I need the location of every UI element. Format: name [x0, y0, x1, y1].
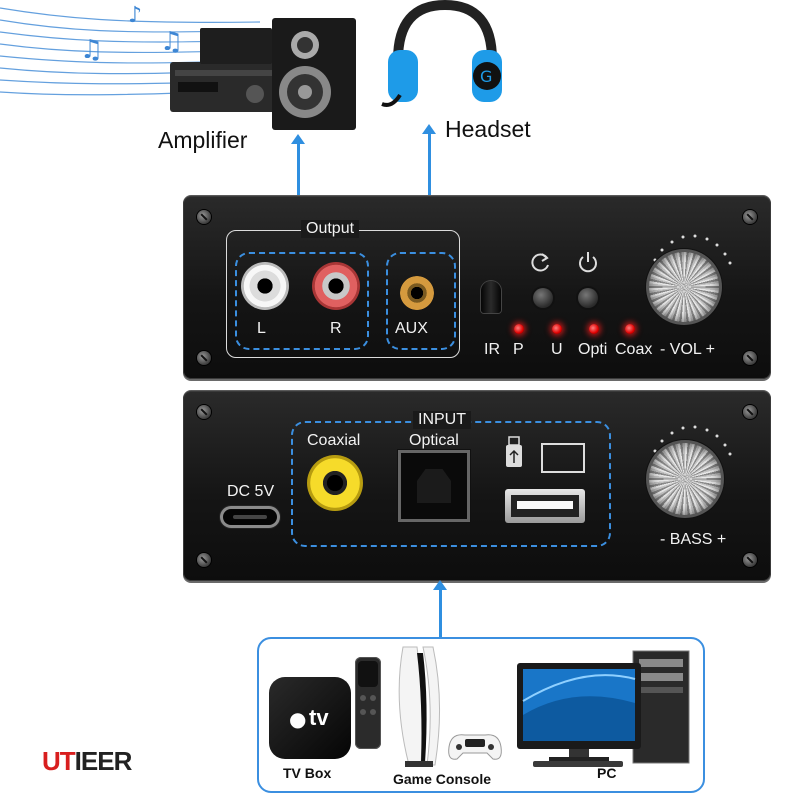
- bass-scale-dots: [653, 425, 732, 456]
- led-p-label: P: [513, 341, 524, 358]
- usb-port-icon: [541, 443, 585, 473]
- screw-icon: [197, 405, 211, 419]
- amplifier-arrow-icon: [291, 134, 305, 144]
- brand-logo-first: UT: [42, 746, 76, 776]
- volume-knob[interactable]: [649, 252, 719, 322]
- game-console-label: Game Console: [393, 771, 492, 787]
- led-coax-label: Coax: [615, 341, 653, 358]
- apple-tv-text: tv: [309, 705, 329, 730]
- screw-icon: [743, 405, 757, 419]
- tv-box-label: TV Box: [283, 765, 332, 781]
- ir-label: IR: [484, 341, 500, 358]
- aux-output-group: [386, 252, 456, 350]
- led-u-label: U: [551, 341, 563, 358]
- optical-label: Optical: [409, 432, 459, 449]
- usb-drive-icon: [506, 436, 522, 467]
- screw-icon: [197, 553, 211, 567]
- coaxial-input-jack[interactable]: [307, 455, 363, 511]
- pc-image: [517, 650, 690, 767]
- brand-logo: UTIEER: [42, 746, 133, 777]
- svg-text:♪: ♪: [128, 3, 142, 28]
- right-channel-label: R: [330, 320, 342, 337]
- headset-image: G: [381, 0, 502, 107]
- output-panel: Output L R AUX IR P U Opti Coax - VOL +: [183, 196, 771, 379]
- rca-output-group: [235, 252, 369, 350]
- usb-c-power-port[interactable]: [223, 509, 277, 525]
- stereo-system: [170, 28, 282, 112]
- reset-icon: [531, 253, 549, 272]
- rca-left-jack[interactable]: [241, 262, 289, 310]
- screw-icon: [197, 351, 211, 365]
- power-icon: [579, 252, 597, 273]
- aux-label: AUX: [395, 320, 428, 337]
- output-label: Output: [301, 220, 360, 238]
- svg-text:♫: ♫: [80, 35, 103, 65]
- led-opti-label: Opti: [578, 341, 608, 358]
- apple-tv-box: ● tv: [269, 677, 351, 759]
- headset-arrow-icon: [422, 124, 436, 134]
- led-p: [514, 324, 524, 334]
- bass-knob[interactable]: [649, 443, 721, 515]
- sound-waves: [0, 7, 261, 96]
- volume-scale-dots: [653, 234, 732, 265]
- power-button[interactable]: [578, 288, 598, 308]
- left-channel-label: L: [257, 320, 266, 337]
- input-label: INPUT: [413, 411, 471, 429]
- music-note-icon: ♫ ♪ ♫: [80, 3, 183, 65]
- game-console-image: [398, 646, 502, 767]
- led-opti: [589, 324, 599, 334]
- input-arrow-icon: [433, 580, 447, 590]
- volume-label: - VOL +: [660, 341, 715, 358]
- bass-label: - BASS +: [660, 531, 727, 548]
- svg-text:♫: ♫: [160, 27, 183, 57]
- rca-right-jack[interactable]: [312, 262, 360, 310]
- top-devices-illustration: ♫ ♪ ♫ G: [0, 0, 502, 130]
- dc-label: DC 5V: [227, 483, 275, 500]
- screw-icon: [197, 210, 211, 224]
- aux-jack[interactable]: [400, 276, 434, 310]
- amplifier-label: Amplifier: [158, 127, 248, 153]
- input-panel: DC 5V INPUT Coaxial Optical - BASS +: [183, 391, 771, 581]
- usb-a-input-port[interactable]: [505, 489, 585, 523]
- led-u: [552, 324, 562, 334]
- optical-input-port[interactable]: [401, 453, 467, 519]
- brand-logo-rest: IEER: [74, 746, 133, 776]
- speaker: [272, 18, 356, 130]
- input-connector: [439, 586, 442, 638]
- screw-icon: [743, 351, 757, 365]
- screw-icon: [743, 210, 757, 224]
- headset-label: Headset: [445, 116, 531, 142]
- screw-icon: [743, 553, 757, 567]
- tv-remote: [355, 657, 381, 749]
- ir-sensor: [481, 281, 501, 313]
- source-devices-box: ● tv TV Box Game Console PC: [257, 637, 705, 793]
- apple-logo-icon: ●: [289, 707, 307, 731]
- pc-label: PC: [597, 765, 617, 781]
- g-logo-icon: G: [480, 67, 492, 86]
- led-coax: [625, 324, 635, 334]
- input-select-button[interactable]: [533, 288, 553, 308]
- coaxial-label: Coaxial: [307, 432, 361, 449]
